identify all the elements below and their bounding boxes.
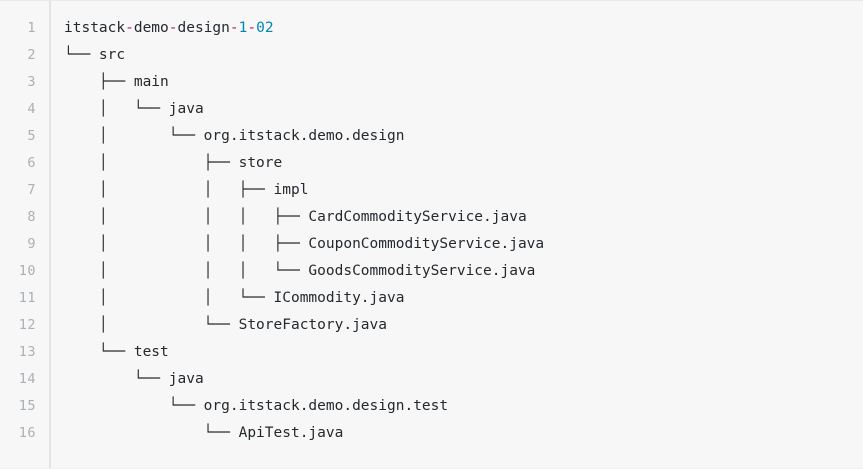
line-number: 2: [27, 47, 36, 63]
code-line: │ │ ├── impl: [64, 182, 309, 198]
code-line: │ │ └── ICommodity.java: [64, 290, 405, 306]
code-line: │ └── org.itstack.demo.design: [64, 128, 405, 144]
code-line: └── ApiTest.java: [64, 425, 344, 441]
code-token-plain: design: [177, 20, 230, 36]
code-line: └── test: [64, 344, 169, 360]
code-line: └── java: [64, 371, 204, 387]
code-token-operator: -: [125, 20, 134, 36]
line-number: 12: [18, 317, 36, 333]
line-number: 4: [27, 101, 36, 117]
code-token-operator: -: [229, 20, 239, 36]
code-line: │ └── java: [64, 101, 204, 117]
code-line: itstack-demo-design-1-02: [64, 15, 863, 42]
line-number: 13: [18, 344, 36, 360]
code-line: └── org.itstack.demo.design.test: [64, 398, 449, 414]
code-line: │ ├── store: [64, 155, 283, 171]
line-number: 9: [27, 236, 36, 252]
line-number: 15: [18, 398, 36, 414]
line-number: 10: [18, 263, 36, 279]
code-line: │ │ │ └── GoodsCommodityService.java: [64, 263, 536, 279]
line-number: 8: [27, 209, 36, 225]
line-number: 1: [27, 20, 36, 36]
line-number: 6: [27, 155, 36, 171]
line-number: 16: [18, 425, 36, 441]
line-number: 3: [27, 74, 36, 90]
line-number: 14: [18, 371, 36, 387]
code-token-number: 1: [238, 20, 248, 36]
code-line: └── src: [64, 47, 126, 63]
line-number: 5: [27, 128, 36, 144]
code-token-number: 02: [256, 20, 274, 36]
code-line: │ └── StoreFactory.java: [64, 317, 388, 333]
code-token-plain: itstack: [64, 20, 126, 36]
code-line: │ │ │ ├── CardCommodityService.java: [64, 209, 527, 225]
line-number: 7: [27, 182, 36, 198]
code-content-area[interactable]: itstack-demo-design-1-02└── src ├── main…: [51, 1, 863, 468]
code-line: ├── main: [64, 74, 169, 90]
code-token-operator: -: [168, 20, 178, 36]
line-number: 11: [18, 290, 36, 306]
code-token-operator: -: [247, 20, 257, 36]
code-token-plain: demo: [133, 20, 169, 36]
code-line: │ │ │ ├── CouponCommodityService.java: [64, 236, 545, 252]
